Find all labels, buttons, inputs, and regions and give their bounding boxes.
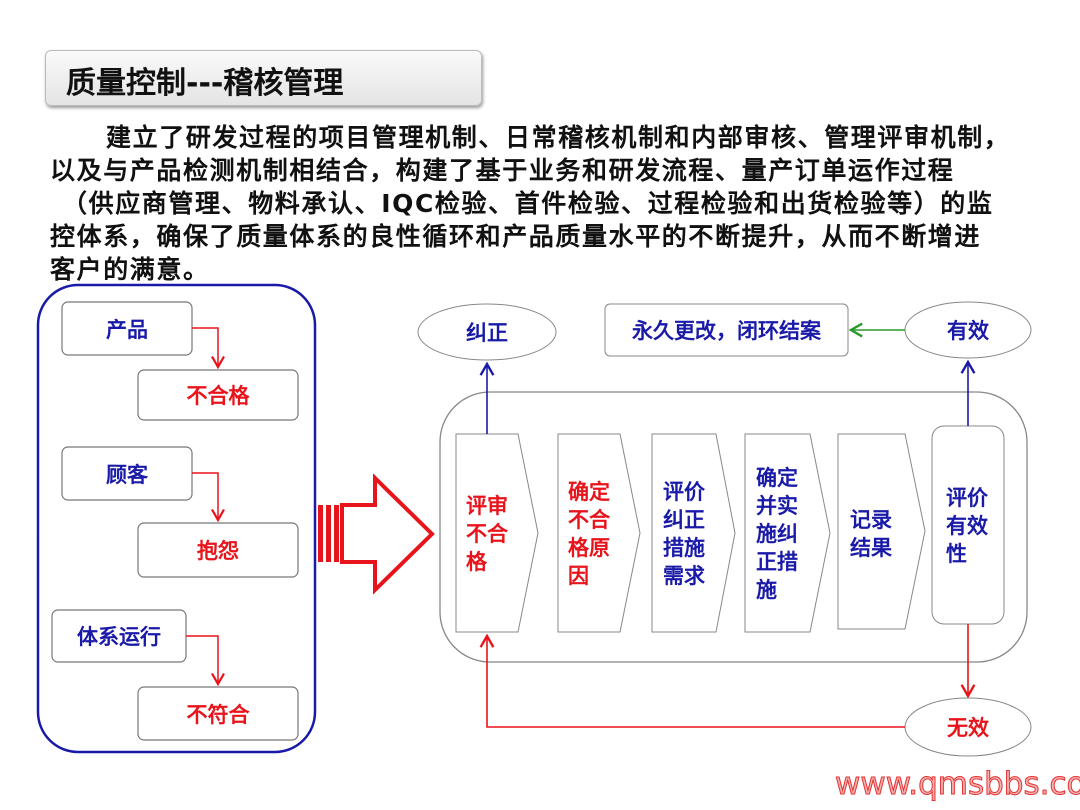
paragraph-line: 以及与产品检测机制相结合，构建了基于业务和研发流程、量产订单运作过程 (50, 156, 955, 185)
correct-label: 纠正 (466, 321, 508, 345)
step-chevron (837, 433, 926, 630)
step-chevron (744, 433, 831, 633)
step-chevron (455, 433, 539, 633)
title-box (45, 50, 482, 106)
correct-ellipse (417, 303, 557, 361)
source-label: 产品 (106, 317, 148, 342)
step-label: 评价有效性 (946, 486, 988, 566)
arrow (186, 635, 225, 687)
step-chevron (651, 433, 736, 633)
issue-label: 不符合 (186, 702, 250, 727)
paragraph-line: （供应商管理、物料承认、IQC检验、首件检验、过程检验和出货检验等）的监 (62, 189, 994, 218)
arrow (192, 327, 225, 370)
step-label: 确定不合格原因 (568, 480, 610, 588)
issue-box (137, 369, 299, 421)
paragraph-line: 建立了研发过程的项目管理机制、日常稽核机制和内部审核、管理评审机制， (106, 123, 1011, 152)
issue-label: 不合格 (186, 384, 250, 408)
issue-label: 抱怨 (197, 539, 239, 563)
paragraph-line: 控体系，确保了质量体系的良性循环和产品质量水平的不断提升，从而不断增进 (50, 222, 982, 251)
issue-box (137, 686, 299, 741)
step-label: 评价纠正措施需求 (663, 480, 705, 588)
step-label: 确定并实施纠正措施 (756, 466, 798, 602)
slide-title: 质量控制---稽核管理 (66, 66, 344, 101)
arrow (192, 472, 225, 523)
source-label: 体系运行 (77, 625, 161, 649)
close-box (604, 303, 849, 357)
step-label: 记录结果 (850, 508, 892, 560)
effective-label: 有效 (947, 319, 989, 343)
ineffective-label: 无效 (947, 716, 989, 740)
source-label: 顾客 (106, 462, 148, 487)
sources-container (36, 283, 317, 754)
process-container (439, 391, 1028, 663)
paragraph-line: 客户的满意。 (50, 255, 210, 284)
step-chevron (557, 433, 641, 633)
big-arrow-icon (318, 473, 435, 595)
step-label: 评审不合格 (466, 494, 508, 574)
close-label: 永久更改，闭环结案 (632, 319, 821, 343)
issue-box (137, 522, 299, 578)
watermark: www.qmsbbs.com (835, 766, 1080, 803)
